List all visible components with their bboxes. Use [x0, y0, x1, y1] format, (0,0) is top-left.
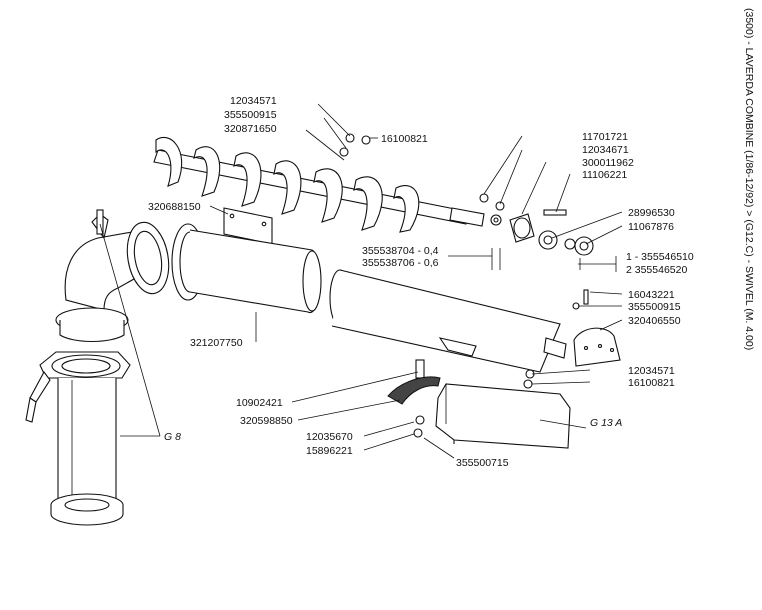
label-320598850: 320598850 — [240, 415, 293, 427]
vertical-tube-assembly — [25, 209, 170, 526]
bearing-parts — [479, 193, 594, 256]
label-28996530: 28996530 — [628, 207, 675, 219]
label-300011962: 300011962 — [582, 157, 634, 169]
short-tube-321207750 — [171, 223, 322, 314]
label-320688150: 320688150 — [148, 201, 201, 213]
label-11701721: 11701721 — [582, 131, 628, 143]
label-11067876: 11067876 — [628, 221, 674, 233]
label-355538706: 355538706 - 0,6 — [362, 257, 439, 269]
label-355500715: 355500715 — [456, 457, 509, 469]
label-15896221: 15896221 — [306, 445, 353, 457]
label-12034571-top: 12034571 — [230, 95, 277, 107]
label-355538704: 355538704 - 0,4 — [362, 245, 439, 257]
label-16100821-top: 16100821 — [381, 133, 428, 145]
long-housing-tube — [329, 269, 567, 373]
label-321207750: 321207750 — [190, 337, 243, 349]
leader-lines — [99, 103, 623, 459]
label-11106221: 11106221 — [582, 169, 627, 181]
label-355546510: 1 - 355546510 — [626, 251, 694, 263]
side-title: (3500) - LAVERDA COMBINE (1/86-12/92) > … — [743, 8, 755, 350]
label-320871650: 320871650 — [224, 123, 277, 135]
auger-screw — [153, 137, 485, 233]
label-355500915-right: 355500915 — [628, 301, 681, 313]
plate-320688150 — [223, 207, 273, 245]
label-320406550: 320406550 — [628, 315, 681, 327]
label-16100821-right: 16100821 — [628, 377, 675, 389]
label-12034671: 12034671 — [582, 144, 629, 156]
lower-plate-parts — [339, 133, 535, 438]
label-12035670: 12035670 — [306, 431, 353, 443]
group-label-g8: G 8 — [164, 431, 181, 443]
bracket-box — [435, 383, 571, 449]
label-12034571-right: 12034571 — [628, 365, 675, 377]
label-355500915-top: 355500915 — [224, 109, 277, 121]
label-355546520: 2 355546520 — [626, 264, 687, 276]
cover-320406550 — [572, 289, 621, 367]
label-16043221: 16043221 — [628, 289, 675, 301]
label-10902421: 10902421 — [236, 397, 283, 409]
group-label-g13a: G 13 A — [590, 417, 622, 429]
